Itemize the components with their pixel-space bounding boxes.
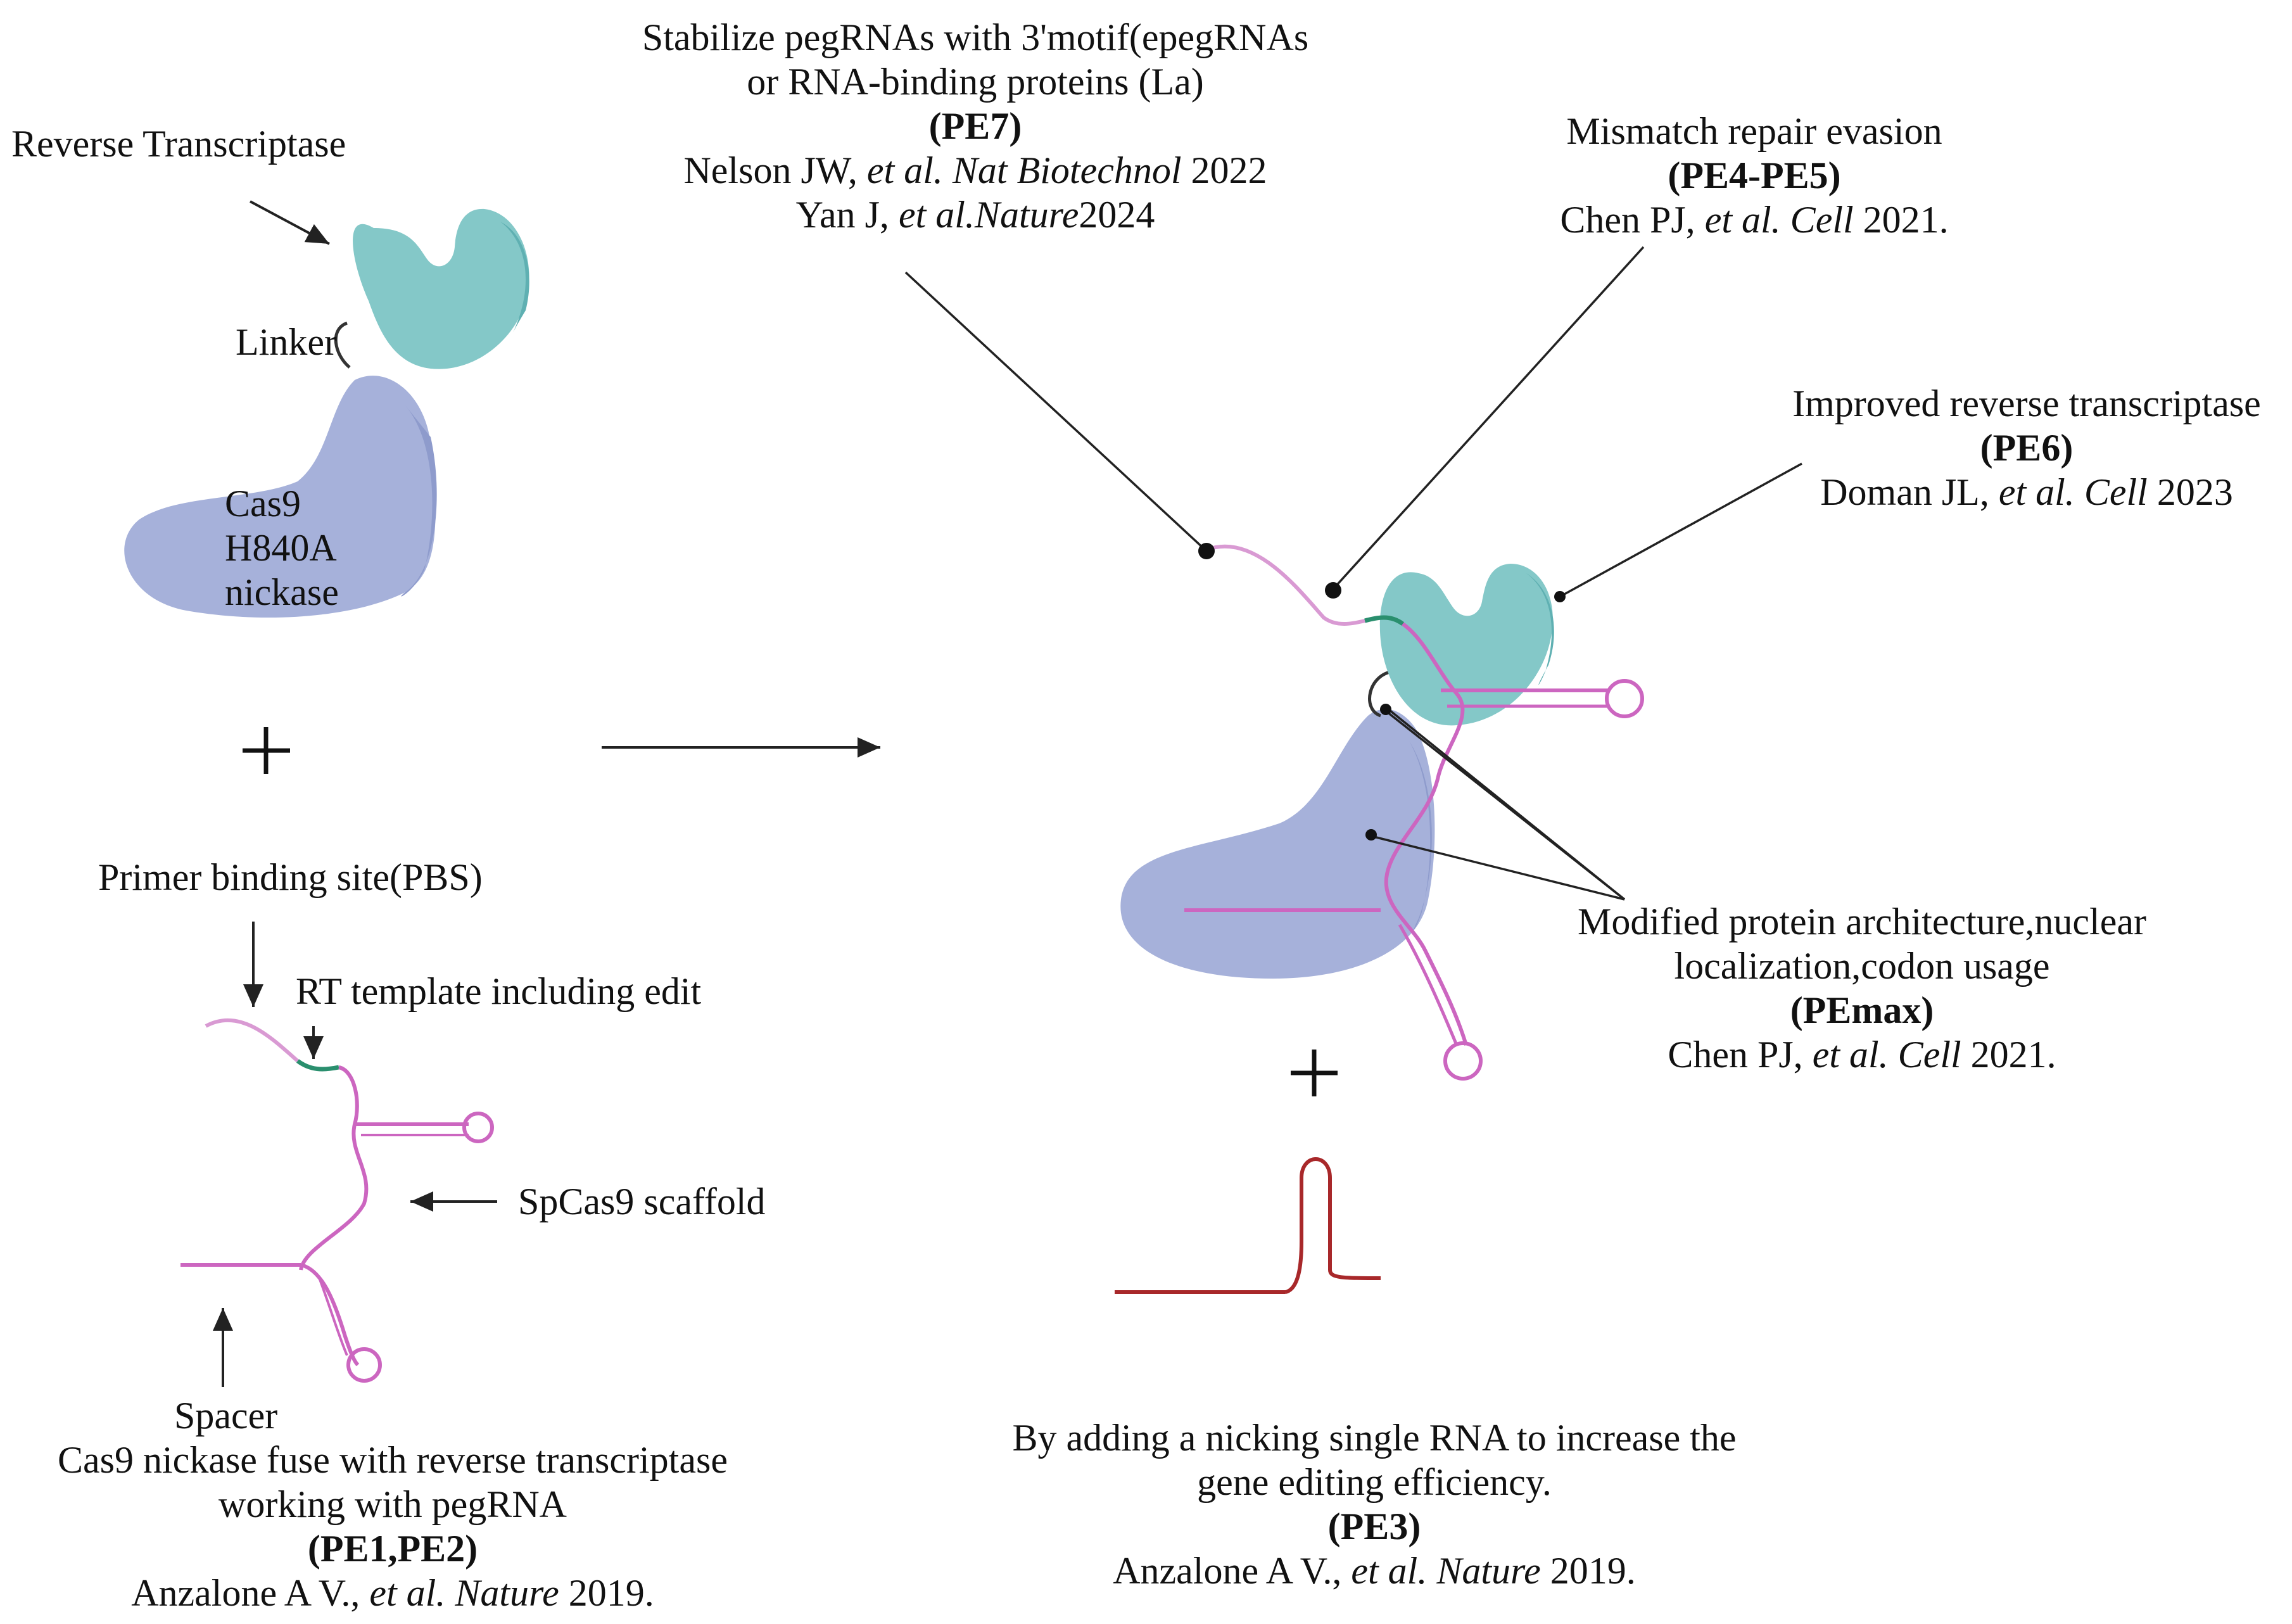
pe6-caption: Improved reverse transcriptase (PE6) Dom… (1767, 381, 2286, 514)
pe12-line1: Cas9 nickase fuse with reverse transcrip… (58, 1439, 728, 1481)
pe3-line1: By adding a nicking single RNA to increa… (1012, 1417, 1737, 1459)
cas9-label-line1: Cas9 (225, 483, 301, 524)
pe3-line2: gene editing efficiency. (1197, 1461, 1552, 1503)
pe6-citation: Doman JL, et al. Cell 2023 (1820, 471, 2233, 513)
pegrna-left (180, 1018, 494, 1383)
pe12-line2: working with pegRNA (218, 1483, 567, 1525)
pe7-line2: or RNA-binding proteins (La) (747, 61, 1204, 103)
reverse-transcriptase-label: Reverse Transcriptase (11, 123, 346, 165)
scaffold-label: SpCas9 scaffold (518, 1181, 766, 1222)
pe1-pe2-caption: Spacer Cas9 nickase fuse with reverse tr… (38, 1393, 747, 1615)
rt-pointer-arrow (250, 200, 330, 245)
pe12-version: (PE1,PE2) (307, 1528, 478, 1570)
pe45-version: (PE4-PE5) (1668, 155, 1841, 196)
pemax-caption: Modified protein architecture,nuclear lo… (1533, 899, 2191, 1077)
plus-sign-right (1291, 1050, 1338, 1096)
linker-curve (334, 321, 351, 369)
pe45-line1: Mismatch repair evasion (1566, 110, 1942, 152)
pe6-version: (PE6) (1980, 427, 2074, 469)
pemax-line2: localization,codon usage (1674, 945, 2050, 987)
pe3-version: (PE3) (1327, 1506, 1421, 1547)
linker-label: Linker (236, 321, 337, 363)
cas9-assembled-shape (1120, 709, 1435, 979)
pe7-citation-2: Yan J, et al.Nature2024 (795, 194, 1155, 236)
rt-assembled-shape (1379, 564, 1554, 726)
pe45-citation: Chen PJ, et al. Cell 2021. (1560, 199, 1949, 241)
callout-lines (904, 246, 1802, 901)
spacer-label: Spacer (174, 1395, 278, 1437)
callout-dots (1198, 543, 1566, 841)
pe7-line1: Stabilize pegRNAs with 3'motif(epegRNAs (642, 16, 1309, 58)
pbs-label: Primer binding site(PBS) (98, 856, 483, 898)
reverse-transcriptase-shape (353, 208, 529, 369)
pe3-caption: By adding a nicking single RNA to increa… (950, 1416, 1799, 1593)
nicking-sgrna (1115, 1157, 1381, 1294)
cas9-label-line3: nickase (225, 571, 339, 613)
pe4-pe5-caption: Mismatch repair evasion (PE4-PE5) Chen P… (1482, 109, 2027, 242)
pemax-citation: Chen PJ, et al. Cell 2021. (1668, 1034, 2056, 1075)
pe7-version: (PE7) (928, 105, 1022, 147)
pegrna-assembled (1184, 544, 1644, 1081)
pe7-citation-1: Nelson JW, et al. Nat Biotechnol 2022 (683, 149, 1267, 191)
cas9-label: Cas9 H840A nickase (225, 481, 339, 614)
pemax-version: (PEmax) (1790, 989, 1934, 1031)
pe12-citation: Anzalone A V., et al. Nature 2019. (131, 1572, 654, 1614)
plus-sign-left (243, 727, 290, 774)
cas9-label-line2: H840A (225, 527, 337, 569)
pemax-line1: Modified protein architecture,nuclear (1578, 901, 2146, 942)
pe3-citation: Anzalone A V., et al. Nature 2019. (1113, 1550, 1636, 1592)
rt-template-label: RT template including edit (296, 970, 702, 1012)
linker-assembled (1368, 669, 1394, 718)
pe7-caption: Stabilize pegRNAs with 3'motif(epegRNAs … (557, 15, 1393, 237)
pe6-line1: Improved reverse transcriptase (1792, 383, 2261, 424)
cas9-nickase-shape (124, 376, 437, 618)
